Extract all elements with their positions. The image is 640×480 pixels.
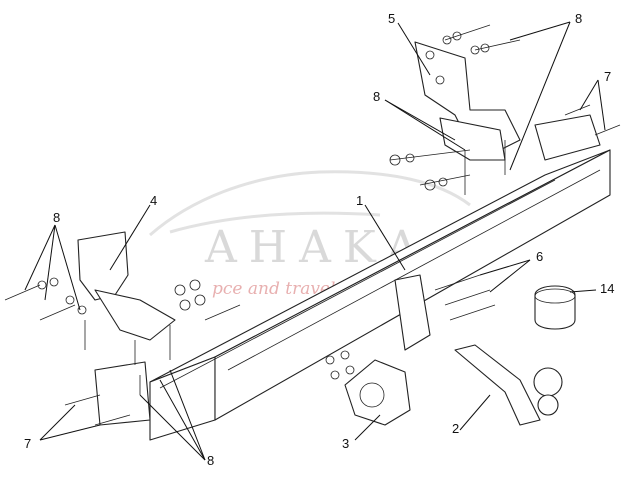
bolt-group-right	[564, 104, 621, 136]
bracket-right	[414, 41, 521, 161]
nut-group-center	[134, 279, 241, 365]
callout-ball-cover: 14	[600, 281, 614, 296]
callout-tow-neck: 2	[452, 421, 459, 436]
callout-bracket-right: 5	[388, 11, 395, 26]
socket-plate	[344, 359, 411, 426]
bolt-group-mid	[389, 140, 506, 195]
callout-socket-plate: 3	[342, 436, 349, 451]
callout-bolts-right: 7	[604, 69, 611, 84]
tow-neck	[454, 344, 563, 426]
leader-lines	[24, 21, 606, 461]
bracket-left	[77, 231, 176, 426]
callout-bolts-top: 8	[575, 11, 582, 26]
callout-crossbar: 1	[356, 193, 363, 208]
callout-bolts-left: 8	[53, 210, 60, 225]
socket-nuts	[325, 350, 355, 380]
ball-cover	[534, 285, 576, 330]
clamp-bolts	[434, 274, 496, 321]
watermark: AHAKA pce and travel	[149, 170, 471, 299]
callout-bracket-left: 4	[150, 193, 157, 208]
callout-clamp-bolts: 6	[536, 249, 543, 264]
bolt-group-bottom-left	[64, 375, 141, 426]
callout-washers-bottom: 8	[207, 453, 214, 468]
watermark-tagline: pce and travel	[212, 279, 335, 299]
callout-labels: 5 8 8 7 4 1 8 6 14 7 8 3 2	[24, 11, 614, 468]
end-plate-right	[534, 114, 601, 161]
bolt-group-left	[4, 277, 87, 350]
clamp-bracket	[394, 274, 431, 351]
callout-nuts-mid: 8	[373, 89, 380, 104]
callout-bolts-bottom-left: 7	[24, 436, 31, 451]
bolt-group-top	[442, 24, 521, 55]
